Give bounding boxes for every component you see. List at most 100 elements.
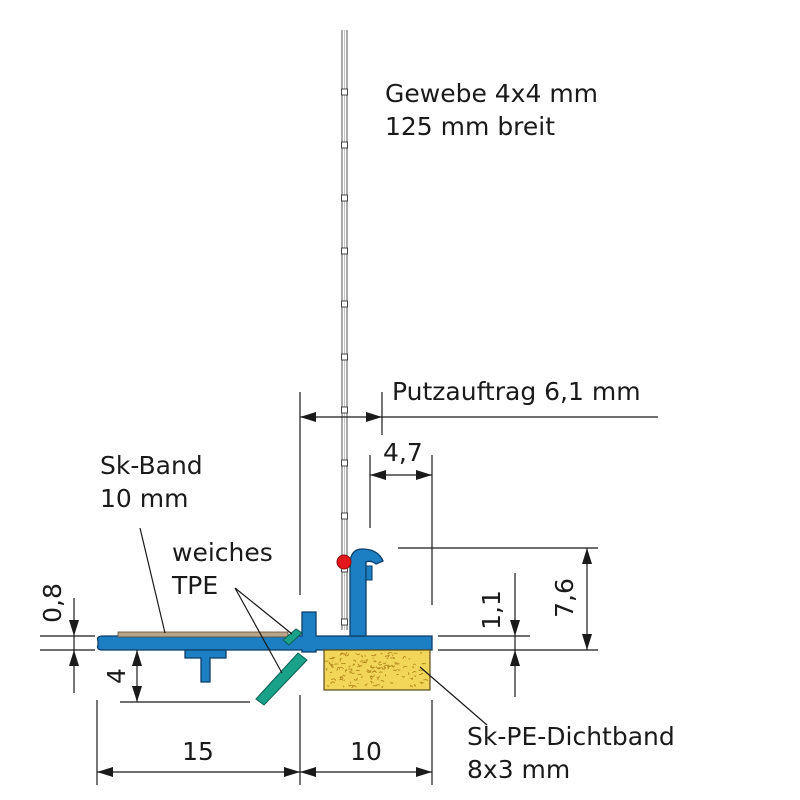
foam-fiber bbox=[328, 662, 331, 665]
foam-fiber bbox=[355, 653, 361, 655]
mesh-knot bbox=[341, 459, 348, 467]
red-seal-bead bbox=[336, 554, 352, 570]
foam-fiber bbox=[377, 678, 379, 680]
foam-fiber bbox=[376, 675, 380, 679]
dim-4-arrow-bottom bbox=[132, 686, 142, 702]
foam-fiber bbox=[353, 677, 358, 681]
foam-fiber bbox=[355, 669, 360, 672]
foam-fiber bbox=[390, 681, 394, 684]
profile-flange bbox=[96, 611, 433, 653]
sk-band-tape bbox=[117, 631, 289, 638]
dim-label-4: 4 bbox=[102, 668, 131, 684]
foam-fiber bbox=[336, 666, 341, 670]
foam-fiber bbox=[364, 683, 368, 686]
foam-fiber bbox=[336, 668, 339, 671]
foam-fiber bbox=[343, 651, 348, 655]
foam-fiber bbox=[421, 672, 424, 675]
foam-fiber bbox=[387, 664, 391, 668]
foam-fiber bbox=[331, 678, 337, 681]
leader-tpe-lower bbox=[234, 587, 283, 674]
foam-fiber bbox=[421, 662, 426, 665]
foam-fiber bbox=[342, 674, 346, 677]
foam-fiber bbox=[360, 660, 364, 663]
foam-fiber bbox=[381, 685, 384, 688]
foam-fiber bbox=[412, 666, 415, 669]
foam-fiber bbox=[343, 685, 345, 688]
foam-fiber bbox=[357, 683, 359, 685]
foam-fiber bbox=[350, 672, 355, 674]
mesh-knot bbox=[341, 512, 348, 520]
label-tape-line1: Sk-Band bbox=[100, 451, 203, 480]
foam-fiber bbox=[423, 679, 429, 682]
foam-fiber bbox=[386, 657, 389, 659]
mesh-knot bbox=[341, 247, 348, 255]
foam-fiber bbox=[360, 655, 364, 658]
foam-fiber bbox=[414, 684, 417, 687]
foam-fiber bbox=[380, 653, 383, 655]
foam-fiber bbox=[324, 660, 329, 663]
foam-fiber bbox=[363, 660, 367, 663]
foam-fiber bbox=[331, 657, 336, 659]
foam-fiber bbox=[420, 682, 425, 685]
foam-fiber bbox=[390, 665, 395, 668]
foam-fiber bbox=[356, 665, 362, 668]
profile-tleg bbox=[184, 649, 227, 683]
foam-fiber bbox=[339, 678, 344, 681]
foam-fiber bbox=[370, 677, 373, 680]
foam-fiber bbox=[419, 652, 423, 654]
dim-15-arrow-left bbox=[97, 767, 113, 777]
foam-fiber bbox=[402, 655, 407, 659]
mesh-knot bbox=[341, 194, 348, 202]
dim-4-arrow-top bbox=[132, 650, 142, 666]
foam-body bbox=[323, 649, 431, 691]
foam-fiber bbox=[381, 666, 386, 670]
foam-texture bbox=[324, 651, 429, 689]
blue-profile bbox=[96, 548, 433, 683]
foam-fiber bbox=[357, 663, 363, 667]
mesh-knot bbox=[341, 618, 348, 626]
dim-76-arrow-bottom bbox=[582, 634, 592, 650]
label-mesh-line2: 125 mm breit bbox=[385, 112, 555, 141]
foam-fiber bbox=[339, 652, 345, 656]
label-tpe-line1: weiches bbox=[172, 538, 273, 567]
profile-clip bbox=[365, 565, 373, 581]
label-seal-line2: 8x3 mm bbox=[467, 755, 570, 784]
foam-fiber bbox=[412, 671, 417, 674]
foam-fiber bbox=[330, 663, 333, 667]
dim-47-arrow-left bbox=[370, 470, 386, 480]
foam-fiber bbox=[329, 671, 333, 674]
foam-fiber bbox=[350, 669, 353, 672]
dim-15-arrow-right bbox=[284, 767, 300, 777]
foam-fiber bbox=[393, 652, 398, 655]
mesh-knot bbox=[341, 300, 348, 308]
dim-08-arrow-top bbox=[69, 620, 79, 636]
foam-fiber bbox=[376, 667, 382, 670]
foam-fiber bbox=[377, 663, 382, 666]
foam-fiber bbox=[372, 670, 377, 673]
foam-fiber bbox=[352, 663, 356, 666]
label-tpe-line2: TPE bbox=[171, 571, 218, 600]
foam-fiber bbox=[378, 671, 383, 673]
foam-fiber bbox=[401, 675, 406, 678]
dim-10-arrow-left bbox=[300, 767, 316, 777]
profile-stem bbox=[349, 548, 384, 637]
foam-fiber bbox=[353, 659, 357, 663]
mesh-knot bbox=[341, 88, 348, 96]
mesh-strip bbox=[341, 30, 348, 630]
dim-label-76: 7,6 bbox=[550, 578, 579, 618]
dim-label-47: 4,7 bbox=[383, 438, 423, 467]
label-tape-line2: 10 mm bbox=[100, 484, 188, 513]
dim-label-11: 1,1 bbox=[477, 590, 506, 630]
foam-fiber bbox=[351, 685, 357, 689]
tpe-lip-upper bbox=[282, 628, 303, 646]
dim-label-10: 10 bbox=[350, 737, 382, 766]
foam-fiber bbox=[372, 666, 375, 669]
foam-fiber bbox=[394, 662, 398, 664]
dim-10-arrow-right bbox=[416, 767, 432, 777]
dim-47-arrow-right bbox=[416, 470, 432, 480]
foam-fiber bbox=[378, 661, 382, 664]
foam-fiber bbox=[339, 676, 342, 680]
foam-fiber bbox=[370, 680, 373, 684]
foam-fiber bbox=[330, 681, 336, 685]
